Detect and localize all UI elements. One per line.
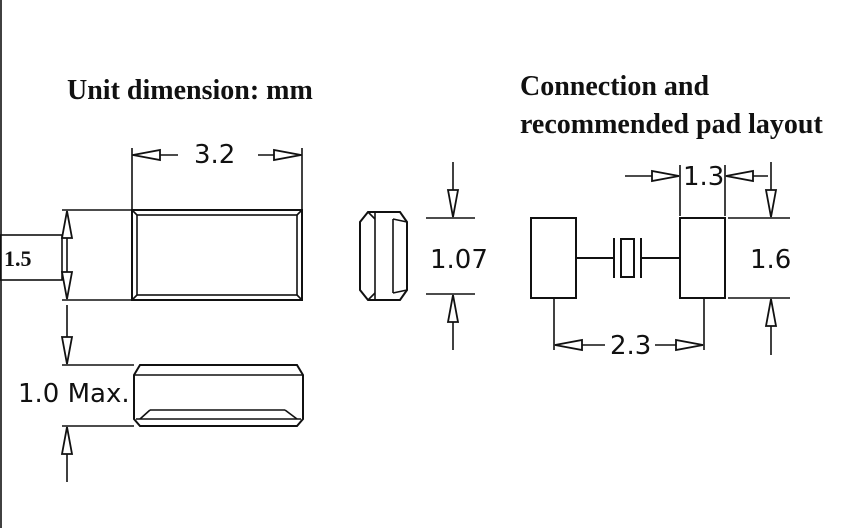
width-label: 1.5 bbox=[4, 246, 32, 271]
pad-height-dimension bbox=[728, 162, 790, 355]
connection-title-line1: Connection and bbox=[520, 71, 709, 102]
side-view-package bbox=[133, 364, 304, 427]
length-dimension bbox=[131, 148, 303, 210]
pad-width-label: 1.3 bbox=[683, 162, 724, 192]
pad-spacing-label: 2.3 bbox=[610, 331, 651, 361]
pad-layout bbox=[530, 217, 726, 299]
right-pad bbox=[679, 217, 726, 299]
pad-spacing-dimension bbox=[553, 298, 705, 352]
end-view-package bbox=[359, 211, 408, 301]
unit-dimension-title: Unit dimension: mm bbox=[67, 75, 313, 106]
pad-width-dimension bbox=[625, 165, 768, 216]
end-view-height-dimension bbox=[426, 162, 475, 350]
pad-height-label: 1.6 bbox=[750, 245, 791, 275]
width-label-box bbox=[0, 234, 63, 281]
connection-title-line2: recommended pad layout bbox=[520, 109, 823, 140]
left-pad bbox=[530, 217, 577, 299]
width-dimension bbox=[60, 209, 132, 301]
length-label: 3.2 bbox=[194, 140, 235, 170]
top-view-package bbox=[131, 209, 303, 301]
end-view-height-label: 1.07 bbox=[430, 245, 488, 275]
height-dimension bbox=[60, 305, 134, 482]
height-label: 1.0 Max. bbox=[18, 379, 130, 409]
